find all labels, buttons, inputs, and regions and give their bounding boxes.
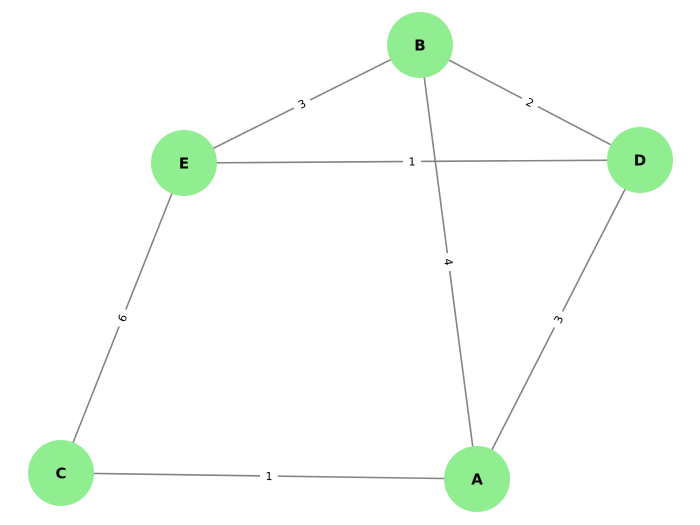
edge-label-bg [547, 307, 570, 332]
edge-label-bg [402, 153, 422, 170]
edge-weight-label-B-A: 4 [441, 258, 455, 267]
graph-node-C [28, 440, 94, 506]
graph-node-A [444, 446, 510, 512]
graph-edge-label-group-D-A: 3 [547, 307, 570, 332]
graph-edge-label-group-E-D: 1 [402, 153, 422, 170]
graph-node-label-D: D [634, 152, 646, 170]
graph-node-D [607, 127, 673, 193]
edge-label-bg [518, 91, 542, 114]
graph-node-label-E: E [179, 155, 189, 173]
graph-node-B [387, 12, 453, 78]
graph-node-label-B: B [414, 37, 425, 55]
edge-label-bg [259, 467, 279, 485]
graph-edge-label-group-E-C: 6 [111, 306, 134, 330]
graph-edge-label-group-B-E: 3 [290, 92, 314, 116]
edge-label-bg [111, 306, 134, 330]
edge-weight-label-C-A: 1 [265, 470, 272, 483]
graph-node-label-A: A [471, 471, 483, 489]
edge-label-bg [290, 92, 314, 116]
edge-label-bg [439, 252, 458, 272]
graph-edge-label-group-B-D: 2 [518, 91, 542, 114]
graph-edge-label-group-C-A: 1 [259, 467, 279, 485]
graph-edge-label-group-B-A: 4 [439, 252, 458, 272]
graph-node-label-C: C [55, 465, 66, 483]
edge-weight-label-E-D: 1 [408, 155, 415, 168]
graph-node-E [151, 130, 217, 196]
edge-weight-label-E-C: 6 [116, 313, 131, 324]
